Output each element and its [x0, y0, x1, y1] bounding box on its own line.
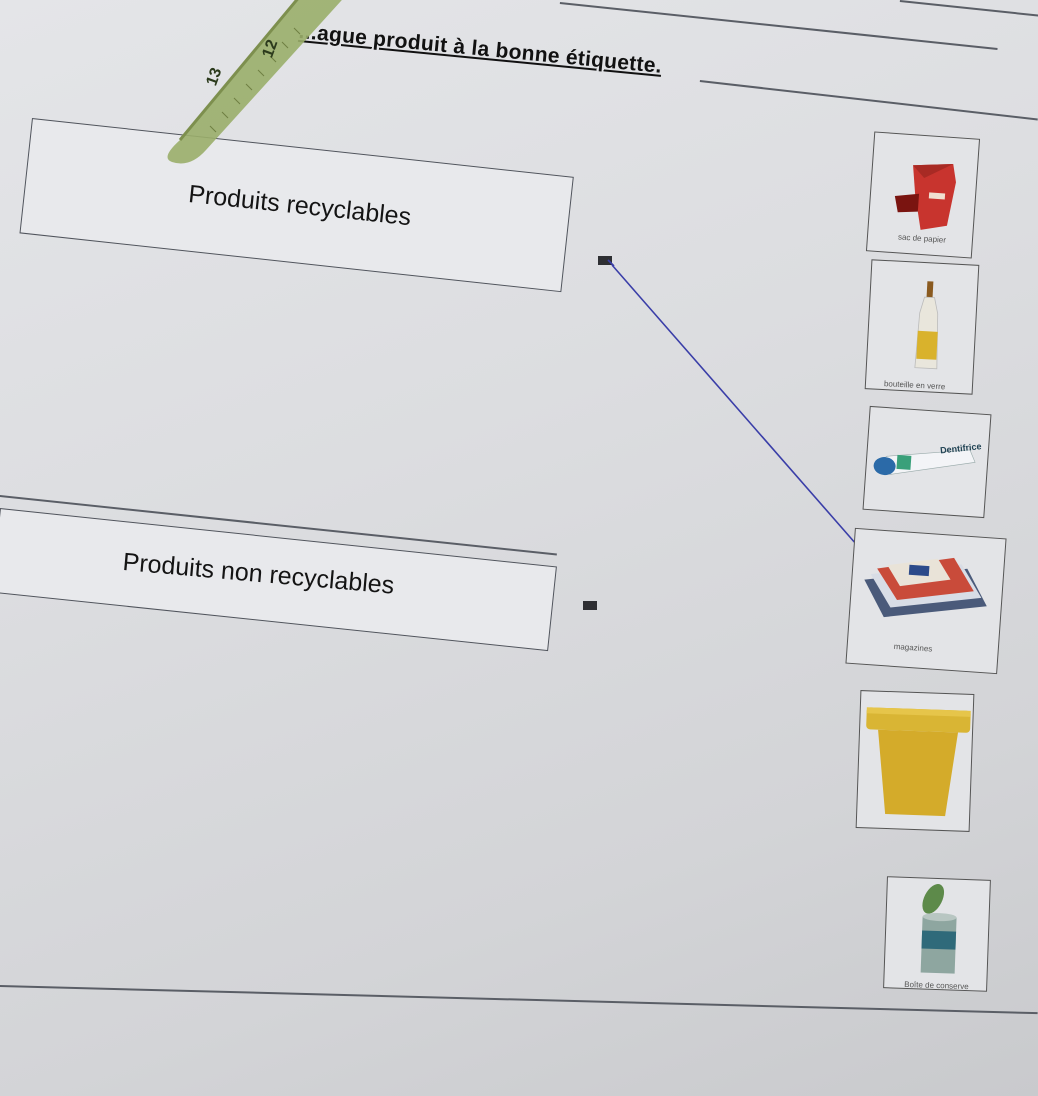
paper-bag-icon: [894, 164, 956, 230]
product-card-bouteille[interactable]: bouteille en verre: [864, 259, 980, 395]
connection-line-recyclables-magazines: [611, 264, 871, 561]
product-card-magazines[interactable]: magazines: [845, 527, 1007, 675]
product-card-boite[interactable]: Boîte de conserve: [883, 876, 991, 992]
caption-magazines: magazines: [893, 641, 933, 654]
tin-can-icon: [920, 884, 957, 974]
caption-bouteille: bouteille en verre: [883, 379, 946, 392]
product-card-sac[interactable]: sac de papier: [865, 131, 981, 259]
connection-line-stub: [607, 259, 615, 267]
connector-dot-non-recyclables[interactable]: [583, 601, 597, 610]
ruler-triangle: [167, 0, 342, 164]
glass-bottle-icon: [914, 281, 939, 370]
magazines-icon: [864, 557, 987, 618]
product-card-dentifrice[interactable]: Dentifrice: [862, 405, 992, 519]
connector-dot-recyclables[interactable]: [598, 256, 612, 265]
toothpaste-icon: [873, 449, 976, 476]
product-card-pot[interactable]: [855, 690, 975, 832]
flower-pot-icon: [866, 707, 971, 817]
